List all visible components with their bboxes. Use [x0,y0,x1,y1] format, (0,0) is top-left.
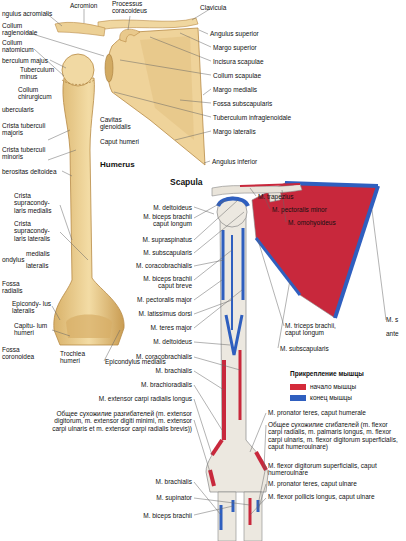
part-label: medialis [26,250,50,257]
part-label: Caput humeri [100,138,139,145]
part-label: Collum chirurgicum [18,86,60,101]
legend-row: начало мышцы [290,383,356,390]
part-label: M. pectoralis minor [272,206,327,213]
part-label: Clavicula [200,4,226,11]
part-label: M. coracobrachialis [136,262,192,269]
part-label: ante [386,330,399,337]
part-label: Epicondy- lus lateralis [12,300,52,315]
legend-row: конец мышцы [290,394,352,401]
part-label: Trochlea humeri [60,350,105,365]
part-label: ngulus acromialis [2,10,52,17]
part-label: berculum majus [2,57,48,64]
part-label: M. biceps brachii caput breve [130,275,192,290]
part-label: Crista supracondy- laris lateralis [14,220,60,242]
part-label: Margo lateralis [213,128,256,135]
part-label: M. extensor carpi radialis longus [62,395,192,402]
part-label: M. trapezius [258,193,293,200]
legend-swatch [290,395,306,401]
part-label: Crista supracondy- laris medialis [14,192,60,214]
part-label: Incisura scapulae [213,58,264,65]
part-label: Общее сухожилие разгибателей (m. extenso… [42,410,192,432]
part-label: Acromion [70,2,97,9]
part-label: M. coracobrachialis [136,353,192,360]
part-label: Общее сухожилие сгибателей (m. flexor ca… [268,421,402,451]
bone-title: Humerus [100,160,135,169]
part-label: berositas deltoidea [2,168,57,175]
part-label: Cavitas glenoidalis [100,116,144,131]
legend-swatch [290,384,306,390]
part-label: Tuberculum infraglenoidale [213,114,291,121]
part-label: Fossa radialis [2,280,32,295]
part-label: ubercularis [2,106,34,113]
part-label: M. pronator teres, caput humerale [268,409,402,416]
part-label: Collum [2,39,22,46]
part-label: Angulus inferior [212,158,257,165]
part-label: M. brachialis [156,367,192,374]
part-label: Processus coracoideus [112,0,162,15]
bone-title: Прикрепление мышцы [290,370,364,377]
part-label: natomicum [2,46,34,53]
part-label: Angulus superior [210,30,259,37]
part-label: Margo superior [213,44,257,51]
part-label: M. subscapularis [280,345,329,352]
part-label: M. supraspinatus [143,236,193,243]
part-label: Collum scapulae [213,72,261,79]
part-label: Tuberculum minus [20,66,58,81]
part-label: M. latissimus dorsi [139,310,192,317]
part-label: M. subscapularis [143,249,192,256]
part-label: M. teres major [150,324,192,331]
part-label: M. flexor pollicis longus, caput ulnare [268,493,402,500]
part-label: lateralis [26,262,48,269]
part-label: M. flexor digitorum superficialis, caput… [268,462,402,477]
part-label: M. s [386,316,398,323]
part-label: M. deltoideus [153,338,192,345]
part-label: M. biceps brachii caput longum [130,213,192,228]
part-label: M. omohyoideus [288,219,336,226]
part-label: Fossa coronoidea [2,346,52,361]
part-label: Collum [2,22,22,29]
part-label: ondylus [2,256,24,263]
part-label: Crista tuberculi minoris [2,146,48,161]
part-label: Crista tuberculi majoris [2,122,48,137]
part-label: M. pronator teres, caput ulnare [268,480,402,487]
part-label: M. biceps brachii [143,512,192,519]
legend-text: конец мышцы [310,394,352,401]
legend-text: начало мышцы [310,383,356,390]
part-label: M. deltoideus [153,204,192,211]
part-label: Fossa subscapularis [213,100,272,107]
part-label: M. brachialis [156,478,192,485]
part-label: M. supinator [156,494,192,501]
part-label: M. triceps brachii, caput longum [285,322,337,337]
part-label: Margo medialis [213,86,257,93]
part-label: Capitu- lum humeri [14,322,50,337]
bone-title: Scapula [170,178,203,188]
part-label: M. pectoralis major [137,296,192,303]
part-label: raglenoidale [2,29,37,36]
part-label: M. brachioradialis [141,381,192,388]
